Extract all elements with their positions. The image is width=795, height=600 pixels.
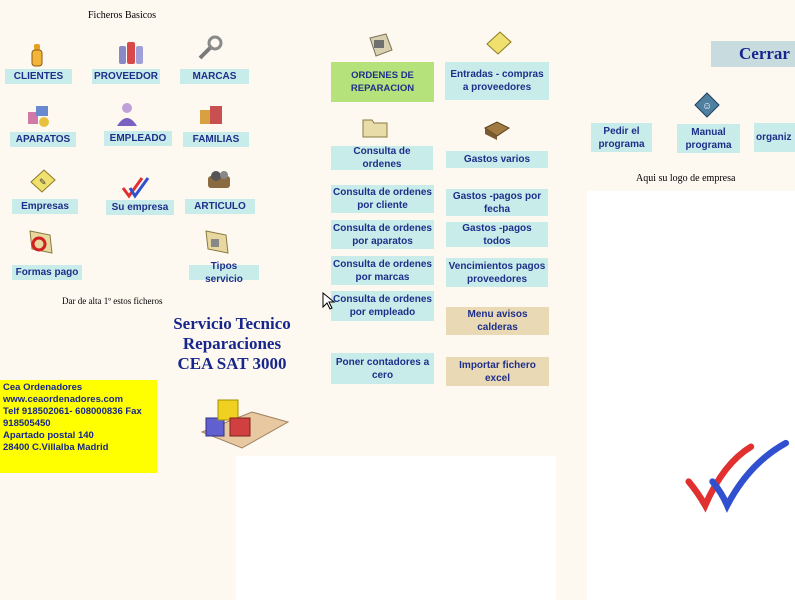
marcas-button[interactable]: MARCAS — [180, 69, 249, 84]
checkmark-logo-icon — [685, 439, 790, 513]
consulta-marcas-button[interactable]: Consulta de ordenes por marcas — [331, 256, 434, 285]
app-title: Servicio Tecnico Reparaciones CEA SAT 30… — [150, 314, 314, 374]
logo-area — [587, 191, 795, 600]
articulo-button[interactable]: ARTICULO — [185, 199, 255, 214]
manual-programa-button[interactable]: Manual programa — [677, 124, 740, 153]
su-empresa-checkmark-icon[interactable] — [120, 172, 150, 202]
app-title-line1: Servicio Tecnico — [173, 314, 291, 333]
cerrar-button[interactable]: Cerrar — [711, 41, 795, 67]
logo-label: Aqui su logo de empresa — [636, 173, 736, 184]
consulta-cliente-button[interactable]: Consulta de ordenes por cliente — [331, 185, 434, 213]
entradas-icon[interactable] — [484, 28, 514, 58]
su-empresa-button[interactable]: Su empresa — [106, 200, 174, 215]
consulta-aparatos-button[interactable]: Consulta de ordenes por aparatos — [331, 220, 434, 249]
aparatos-icon[interactable] — [24, 100, 54, 130]
company-line: Apartado postal 140 — [3, 430, 94, 441]
consulta-empleado-button[interactable]: Consulta de ordenes por empleado — [331, 291, 434, 321]
menu-avisos-button[interactable]: Menu avisos calderas — [446, 307, 549, 335]
familias-icon[interactable] — [196, 100, 226, 130]
svg-text:☺: ☺ — [702, 101, 712, 112]
gastos-todos-button[interactable]: Gastos -pagos todos — [446, 222, 548, 247]
formas-pago-icon[interactable] — [26, 227, 56, 257]
contadores-button[interactable]: Poner contadores a cero — [331, 353, 434, 384]
blank-area — [236, 456, 556, 600]
basic-note: Dar de alta 1º estos ficheros — [62, 296, 163, 306]
consulta-ordenes-button[interactable]: Consulta de ordenes — [331, 146, 433, 170]
gastos-fecha-button[interactable]: Gastos -pagos por fecha — [446, 189, 548, 216]
pedir-programa-button[interactable]: Pedir el programa — [591, 123, 652, 152]
proveedor-button[interactable]: PROVEEDOR — [92, 69, 160, 84]
organiz-button[interactable]: organiz — [754, 123, 795, 152]
proveedor-icon[interactable] — [116, 38, 146, 68]
ordenes-icon[interactable] — [366, 30, 396, 60]
basic-heading: Ficheros Basicos — [88, 10, 157, 21]
svg-text:✎: ✎ — [39, 177, 47, 187]
empleado-button[interactable]: EMPLEADO — [104, 131, 172, 146]
company-line: Telf 918502061- 608000836 Fax — [3, 406, 142, 417]
formas-pago-button[interactable]: Formas pago — [12, 265, 82, 280]
clientes-button[interactable]: CLIENTES — [5, 69, 72, 84]
empresas-icon[interactable]: ✎ — [28, 166, 58, 196]
aparatos-button[interactable]: APARATOS — [10, 132, 76, 147]
gastos-varios-button[interactable]: Gastos varios — [446, 151, 548, 168]
entradas-compras-button[interactable]: Entradas - compras a proveedores — [445, 62, 549, 100]
empresas-button[interactable]: Empresas — [12, 199, 78, 214]
blocks-logo-icon — [192, 392, 292, 456]
app-title-line3: CEA SAT 3000 — [177, 354, 287, 373]
manual-icon[interactable]: ☺ — [692, 90, 722, 120]
tipos-servicio-icon[interactable] — [202, 227, 232, 257]
gastos-icon[interactable] — [482, 114, 512, 144]
marcas-icon[interactable] — [194, 34, 224, 64]
company-line: 28400 C.Villalba Madrid — [3, 442, 109, 453]
company-info: Cea Ordenadores www.ceaordenadores.com T… — [0, 380, 157, 473]
mouse-cursor-icon — [322, 291, 336, 310]
company-line: Cea Ordenadores — [3, 382, 83, 393]
clientes-icon[interactable] — [22, 40, 52, 70]
articulo-icon[interactable] — [204, 166, 234, 196]
ordenes-reparacion-button[interactable]: ORDENES DE REPARACION — [331, 62, 434, 102]
empleado-icon[interactable] — [112, 100, 142, 130]
folder-icon[interactable] — [360, 112, 390, 142]
familias-button[interactable]: FAMILIAS — [183, 132, 249, 147]
vencimientos-button[interactable]: Vencimientos pagos proveedores — [446, 258, 548, 287]
company-line: www.ceaordenadores.com — [3, 394, 124, 405]
importar-excel-button[interactable]: Importar fichero excel — [446, 357, 549, 386]
app-title-line2: Reparaciones — [182, 334, 282, 353]
tipos-servicio-button[interactable]: Tipos servicio — [189, 261, 259, 285]
company-line: 918505450 — [3, 418, 51, 429]
